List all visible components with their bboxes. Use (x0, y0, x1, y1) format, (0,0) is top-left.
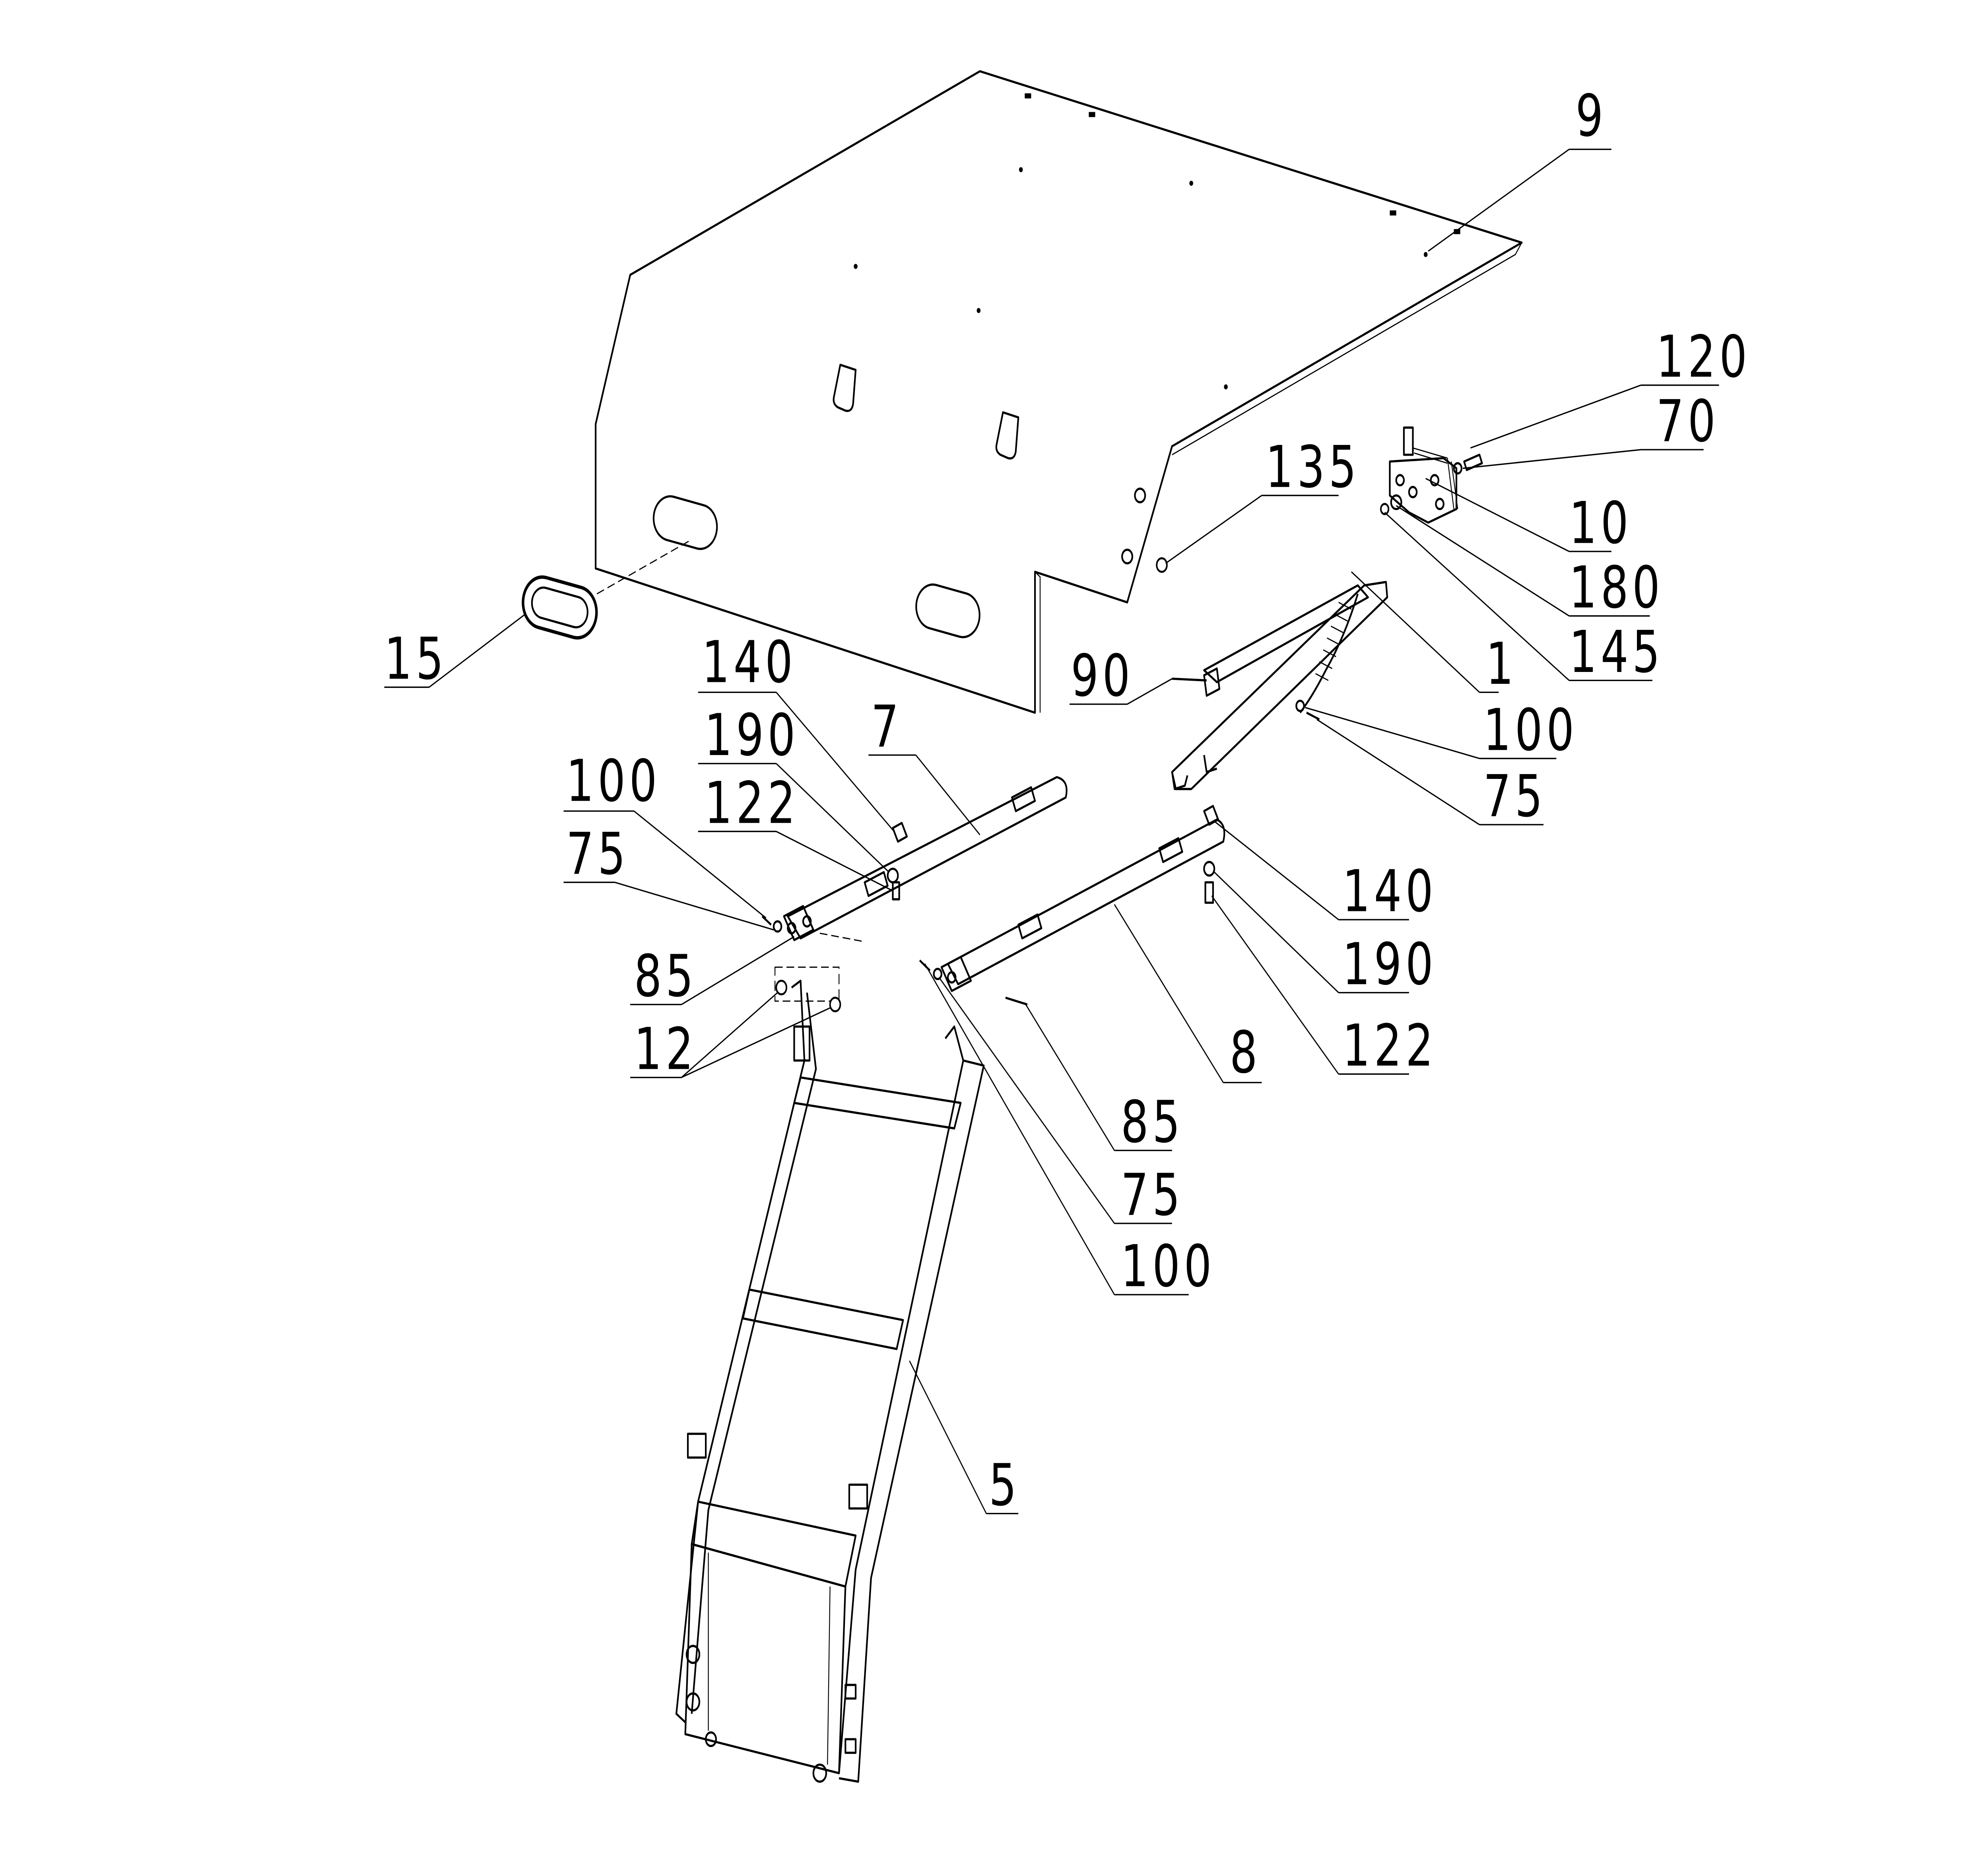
cotter-part-75 (1306, 711, 1320, 721)
svg-text:100: 100 (1121, 1233, 1215, 1300)
arm-part-7 (761, 776, 1068, 942)
callout-100-left: 100 (563, 748, 767, 919)
callout-140-left: 140 (698, 629, 895, 832)
callouts: 9 120 70 10 180 145 135 15 90 1 100 75 1… (384, 83, 1751, 1519)
arm-assembly-part-1 (1171, 581, 1388, 790)
bushing-part-12 (829, 996, 841, 1013)
callout-122-right: 122 (1211, 895, 1437, 1079)
nut-part-140 (1203, 805, 1219, 826)
svg-text:85: 85 (634, 943, 697, 1010)
svg-text:90: 90 (1071, 643, 1134, 710)
svg-text:100: 100 (566, 748, 661, 815)
callout-70: 70 (1463, 388, 1720, 469)
svg-text:140: 140 (1342, 858, 1437, 925)
washer-part-190 (1203, 861, 1215, 877)
svg-text:190: 190 (1342, 931, 1437, 998)
cover-panel-part-9 (594, 70, 1523, 714)
callout-140-right: 140 (1214, 821, 1437, 925)
callout-145: 145 (1384, 512, 1664, 686)
svg-text:1: 1 (1486, 631, 1517, 698)
callout-100-right: 100 (1305, 697, 1578, 764)
washer-part-70 (1453, 462, 1462, 475)
svg-text:8: 8 (1230, 1019, 1261, 1086)
callout-7: 7 (868, 694, 980, 835)
callout-5: 5 (909, 1360, 1020, 1519)
pin-part-85 (1005, 996, 1028, 1006)
grommet-part-15 (522, 539, 692, 640)
svg-text:75: 75 (566, 821, 629, 888)
svg-text:15: 15 (384, 626, 447, 693)
svg-text:100: 100 (1483, 697, 1578, 764)
svg-text:190: 190 (705, 702, 799, 769)
nut-part-140 (892, 822, 908, 843)
callout-1: 1 (1351, 571, 1517, 698)
callout-15: 15 (384, 614, 526, 693)
callout-75-left: 75 (563, 821, 774, 931)
washer-part-180 (1390, 494, 1402, 511)
callout-90: 90 (1070, 643, 1173, 710)
svg-text:7: 7 (871, 694, 903, 761)
svg-text:122: 122 (1342, 1013, 1437, 1079)
callout-75-center: 75 (940, 979, 1184, 1229)
pin-part-90 (1172, 678, 1207, 682)
arm-part-8 (919, 805, 1225, 1006)
callout-190-right: 190 (1214, 872, 1437, 998)
svg-text:135: 135 (1266, 434, 1360, 501)
svg-text:120: 120 (1656, 324, 1751, 390)
svg-text:10: 10 (1569, 490, 1633, 557)
ladder-part-5 (675, 967, 985, 1783)
svg-text:75: 75 (1121, 1162, 1184, 1229)
callout-190-left: 190 (698, 702, 889, 873)
latch-part-10 (1380, 426, 1483, 524)
callout-85-left: 85 (630, 936, 794, 1010)
callout-122-left: 122 (698, 770, 893, 892)
svg-text:180: 180 (1569, 555, 1664, 621)
callout-135: 135 (1165, 434, 1360, 564)
svg-text:5: 5 (989, 1452, 1020, 1519)
bolt-part-122 (1204, 881, 1214, 904)
callout-8: 8 (1114, 904, 1262, 1086)
nut-part-145 (1380, 503, 1390, 515)
svg-text:145: 145 (1569, 619, 1664, 686)
svg-text:12: 12 (634, 1016, 697, 1083)
bolt-part-120 (1463, 453, 1483, 471)
washer-part-190 (887, 868, 899, 883)
svg-text:85: 85 (1121, 1089, 1184, 1156)
callout-180: 180 (1396, 505, 1664, 621)
callout-10: 10 (1425, 478, 1633, 557)
callout-120: 120 (1470, 324, 1751, 449)
washer-part-100 (1295, 699, 1305, 712)
svg-text:75: 75 (1483, 763, 1547, 830)
svg-text:122: 122 (705, 770, 799, 837)
svg-text:9: 9 (1576, 83, 1607, 149)
bolt-part-122 (892, 881, 900, 901)
nut-part-135 (1156, 557, 1168, 573)
bushing-part-12 (775, 980, 788, 996)
svg-text:70: 70 (1656, 388, 1720, 455)
callout-9: 9 (1428, 83, 1611, 252)
callout-12: 12 (630, 992, 831, 1083)
callout-100-center: 100 (924, 963, 1215, 1300)
callout-75-right: 75 (1316, 718, 1547, 830)
callout-85-center: 85 (1024, 1002, 1184, 1156)
svg-text:140: 140 (702, 629, 796, 696)
